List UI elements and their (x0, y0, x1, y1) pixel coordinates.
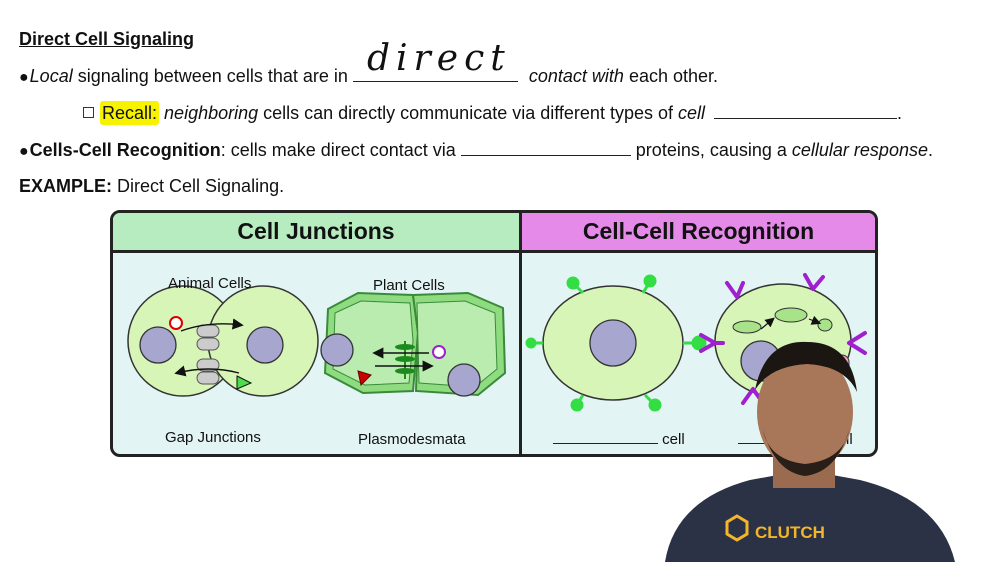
example-line: EXAMPLE: Direct Cell Signaling. (19, 176, 284, 197)
bold-term: Cells-Cell Recognition (29, 140, 221, 160)
recognition-cell-left (525, 274, 707, 412)
recall-text: cells can directly communicate via diffe… (258, 103, 678, 123)
text-each-other: each other. (623, 66, 719, 86)
bullet-local-signaling: ●Local signaling between cells that are … (19, 66, 718, 87)
recall-line: Recall: neighboring cells can directly c… (83, 101, 903, 125)
example-label: EXAMPLE: (19, 176, 113, 196)
shirt-logo-text: CLUTCH (755, 523, 825, 542)
checkbox-icon (83, 107, 94, 118)
italic-cell: cell (677, 103, 705, 123)
handwritten-answer: direct (367, 38, 511, 79)
animal-cells-illustration (127, 285, 319, 397)
text-before-blank: signaling between cells that are in (72, 66, 353, 86)
italic-local: Local (29, 66, 73, 86)
clutch-logo-icon (725, 514, 749, 542)
plasmodesmata-label: Plasmodesmata (358, 431, 466, 448)
recognition-blank-1: cell (553, 429, 685, 448)
bullet-icon: ● (19, 69, 29, 86)
fill-blank-2 (714, 104, 898, 119)
bullet-cell-recognition: ●Cells-Cell Recognition: cells make dire… (19, 140, 933, 161)
fill-blank-1 (352, 67, 518, 82)
italic-contact-with: contact with (528, 66, 624, 86)
recall-label: Recall: (100, 101, 160, 125)
fill-blank-3 (460, 141, 631, 156)
page-title: Direct Cell Signaling (19, 29, 195, 49)
gap-junctions-label: Gap Junctions (165, 429, 261, 446)
recognition-period: . (927, 140, 933, 160)
plant-cells-label: Plant Cells (373, 277, 445, 294)
presenter-figure: CLUTCH (665, 341, 955, 562)
cell-recognition-header: Cell-Cell Recognition (519, 213, 875, 253)
recognition-text-1: : cells make direct contact via (220, 140, 461, 160)
animal-cells-label: Animal Cells (168, 275, 252, 292)
plant-cells-illustration (320, 291, 507, 397)
recognition-text-2: proteins, causing a (630, 140, 792, 160)
italic-neighboring: neighboring (164, 103, 259, 123)
fill-blank-4 (553, 429, 658, 444)
diagram-illustration: onse (127, 273, 867, 412)
presenter-video: CLUTCH (665, 341, 955, 562)
signaling-diagram: Cell Junctions Cell-Cell Recognition (110, 210, 878, 457)
recall-period: . (897, 103, 903, 123)
bullet-icon-2: ● (19, 143, 29, 160)
panel-divider (519, 213, 522, 454)
italic-cellular-response: cellular response (791, 140, 928, 160)
cell-word-1: cell (662, 431, 685, 448)
example-text: Direct Cell Signaling. (112, 176, 285, 196)
cell-junctions-header: Cell Junctions (113, 213, 519, 253)
